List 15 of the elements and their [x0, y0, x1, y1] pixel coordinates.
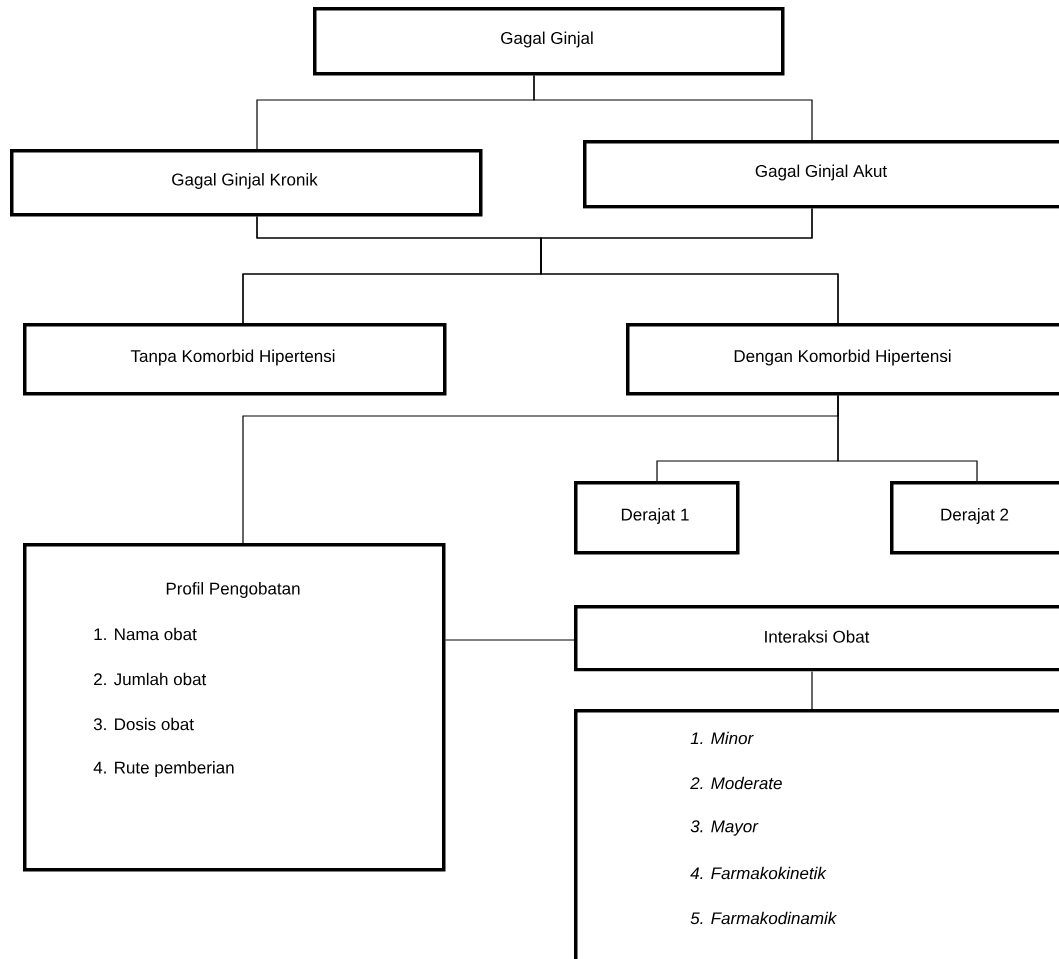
- process-box: Tanpa Komorbid Hipertensi: [23, 323, 447, 396]
- list-box: Profil Pengobatan 1. Nama obat 2. Jumlah obat 3. Dosis obat 4. Rute pemberian: [23, 543, 446, 872]
- connector-line: [533, 74, 813, 141]
- connector-line: [540, 207, 839, 324]
- connector-line: [444, 639, 575, 641]
- connector-line: [811, 670, 813, 710]
- list-box: 1. Minor 2. Moderate 3. Mayor 4. Farmakokinetik 5. Farmakodinamik: [574, 709, 1059, 959]
- connector-line: [837, 394, 978, 482]
- process-box: Gagal Ginjal: [313, 7, 785, 76]
- process-box: Derajat 2: [890, 481, 1059, 555]
- process-box: Gagal Ginjal Akut: [583, 140, 1059, 209]
- process-box: Derajat 1: [574, 481, 740, 555]
- process-box: Dengan Komorbid Hipertensi: [626, 323, 1059, 396]
- process-box: Gagal Ginjal Kronik: [10, 149, 483, 217]
- process-box: Interaksi Obat: [574, 605, 1059, 672]
